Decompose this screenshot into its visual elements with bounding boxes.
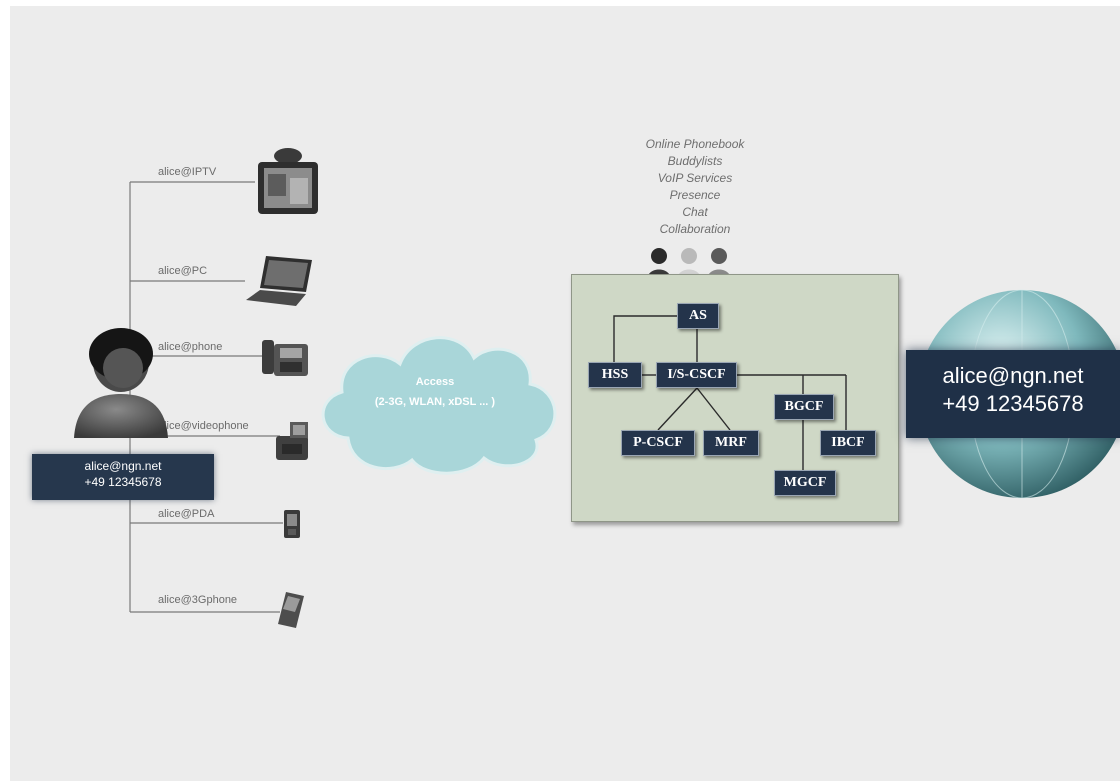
service-online-phonebook: Online Phonebook bbox=[645, 137, 745, 151]
access-cloud-icon bbox=[321, 336, 557, 475]
service-collaboration: Collaboration bbox=[659, 222, 731, 236]
mobile-phone-icon bbox=[278, 592, 304, 628]
service-buddylists: Buddylists bbox=[667, 154, 723, 168]
access-cloud-subtitle: (2-3G, WLAN, xDSL ... ) bbox=[374, 396, 496, 408]
remote-identity-address: alice@ngn.net bbox=[942, 363, 1084, 388]
service-chat: Chat bbox=[682, 205, 708, 219]
node-mrf: MRF bbox=[703, 430, 759, 456]
laptop-icon bbox=[246, 256, 312, 306]
desk-phone-icon bbox=[262, 340, 308, 376]
node-bgcf: BGCF bbox=[774, 394, 834, 420]
remote-identity-number: +49 12345678 bbox=[942, 391, 1084, 416]
videophone-icon bbox=[276, 422, 308, 460]
user-avatar-icon bbox=[74, 328, 168, 438]
node-ibcf: IBCF bbox=[820, 430, 876, 456]
node-hss: HSS bbox=[588, 362, 642, 388]
pda-icon bbox=[284, 510, 300, 538]
remote-identity-box: alice@ngn.net +49 12345678 bbox=[906, 350, 1120, 438]
service-presence: Presence bbox=[669, 188, 721, 202]
user-identity-number: +49 12345678 bbox=[84, 475, 162, 489]
device-label-videophone: alice@videophone bbox=[158, 420, 249, 432]
node-iscscf: I/S-CSCF bbox=[656, 362, 737, 388]
node-pcscf: P-CSCF bbox=[621, 430, 695, 456]
user-identity-box: alice@ngn.net +49 12345678 bbox=[32, 454, 214, 500]
device-label-iptv: alice@IPTV bbox=[158, 166, 217, 178]
device-label-3gphone: alice@3Gphone bbox=[158, 594, 238, 606]
device-label-pc: alice@PC bbox=[158, 265, 208, 277]
service-voip: VoIP Services bbox=[657, 171, 733, 185]
device-label-pda: alice@PDA bbox=[158, 508, 215, 520]
node-mgcf: MGCF bbox=[774, 470, 836, 496]
access-cloud-title: Access bbox=[415, 376, 455, 388]
node-as: AS bbox=[677, 303, 719, 329]
device-label-phone: alice@phone bbox=[158, 341, 223, 353]
iptv-icon bbox=[258, 148, 318, 214]
user-identity-address: alice@ngn.net bbox=[84, 459, 162, 473]
